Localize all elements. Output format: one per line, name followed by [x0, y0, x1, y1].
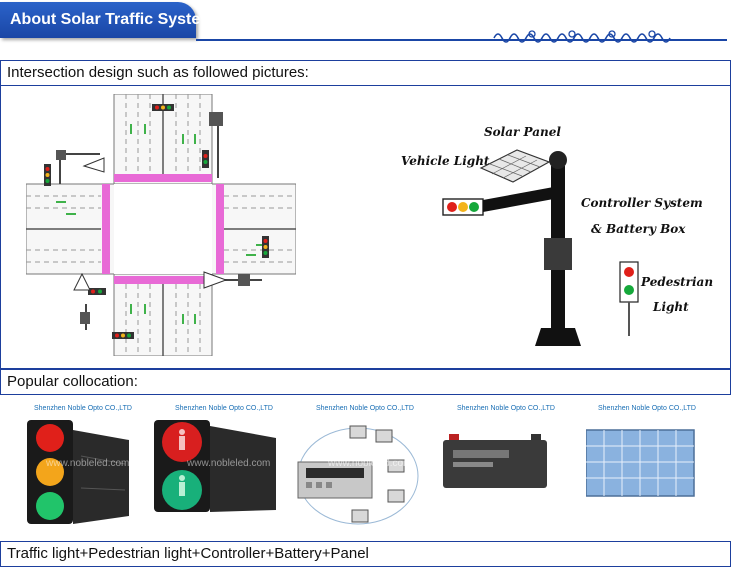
watermark: www.nobleled.com — [328, 458, 411, 469]
header-tab: About Solar Traffic System — [0, 2, 196, 38]
intersection-panel: Solar Panel Vehicle Light Controller Sys… — [0, 86, 731, 369]
section-label-intersection: Intersection design such as followed pic… — [7, 64, 309, 81]
product-brand: Shenzhen Noble Opto CO.,LTD — [457, 405, 555, 412]
page-title: About Solar Traffic System — [10, 11, 215, 29]
pedestrian-label-line2: Light — [653, 300, 689, 314]
product-card-controller[interactable]: Shenzhen Noble Opto CO.,LTD www.nobleled… — [288, 400, 428, 535]
pole-diagram: Solar Panel Vehicle Light Controller Sys… — [391, 116, 711, 356]
solar-panel-icon — [586, 428, 698, 500]
product-brand: Shenzhen Noble Opto CO.,LTD — [34, 405, 132, 412]
product-brand: Shenzhen Noble Opto CO.,LTD — [175, 405, 273, 412]
watermark: www.nobleled.com — [187, 458, 270, 469]
section-label-collocation: Popular collocation: — [7, 373, 138, 390]
vehicle-light-label: Vehicle Light — [401, 154, 489, 168]
controller-label-line1: Controller System — [581, 196, 703, 210]
solar-panel-label: Solar Panel — [484, 125, 561, 139]
product-card-battery[interactable]: Shenzhen Noble Opto CO.,LTD — [429, 400, 569, 535]
pedestrian-label-line1: Pedestrian — [641, 275, 713, 289]
product-brand: Shenzhen Noble Opto CO.,LTD — [316, 405, 414, 412]
vehicle-traffic-light-icon — [21, 420, 133, 528]
solar-pole-illustration — [391, 116, 711, 356]
decorative-ornament-icon — [492, 28, 692, 44]
product-brand: Shenzhen Noble Opto CO.,LTD — [598, 405, 696, 412]
product-card-pedestrian-light[interactable]: Shenzhen Noble Opto CO.,LTD www.nobleled… — [147, 400, 287, 535]
product-card-solar-panel[interactable]: Shenzhen Noble Opto CO.,LTD — [570, 400, 710, 535]
section-bar-collocation: Popular collocation: — [0, 369, 731, 395]
controller-label-line2: & Battery Box — [591, 222, 685, 236]
section-bar-summary: Traffic light+Pedestrian light+Controlle… — [0, 541, 731, 567]
watermark: www.nobleled.com — [46, 458, 129, 469]
page-header: About Solar Traffic System — [0, 0, 731, 44]
product-card-vehicle-light[interactable]: Shenzhen Noble Opto CO.,LTD www.nobleled… — [6, 400, 146, 535]
controller-box-icon — [292, 420, 424, 530]
section-label-summary: Traffic light+Pedestrian light+Controlle… — [7, 545, 369, 562]
battery-icon — [443, 428, 553, 498]
section-bar-intersection: Intersection design such as followed pic… — [0, 60, 731, 86]
intersection-diagram — [26, 94, 296, 356]
